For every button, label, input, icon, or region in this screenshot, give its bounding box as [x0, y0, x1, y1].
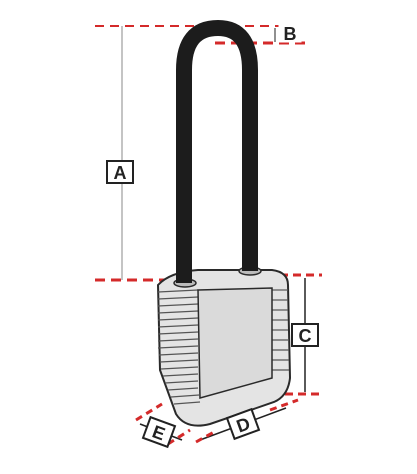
label-a: A — [106, 160, 134, 184]
label-e: E — [141, 415, 177, 449]
label-b: B — [278, 23, 302, 44]
label-a-text: A — [114, 163, 127, 183]
body-label-area — [197, 287, 273, 399]
label-b-text: B — [284, 24, 297, 44]
body-ridge-lines — [157, 289, 289, 405]
label-c-text: C — [299, 326, 312, 346]
dimension-e-ref-top — [135, 402, 163, 422]
label-d: D — [225, 407, 261, 441]
padlock-shackle — [176, 19, 258, 283]
padlock-body — [156, 269, 292, 427]
dimension-d-ref-left — [195, 430, 215, 444]
dimension-d-ref-right — [269, 398, 299, 412]
label-d-text: D — [234, 413, 253, 436]
label-c: C — [291, 323, 319, 347]
dimension-e-ref-bottom — [167, 428, 191, 446]
